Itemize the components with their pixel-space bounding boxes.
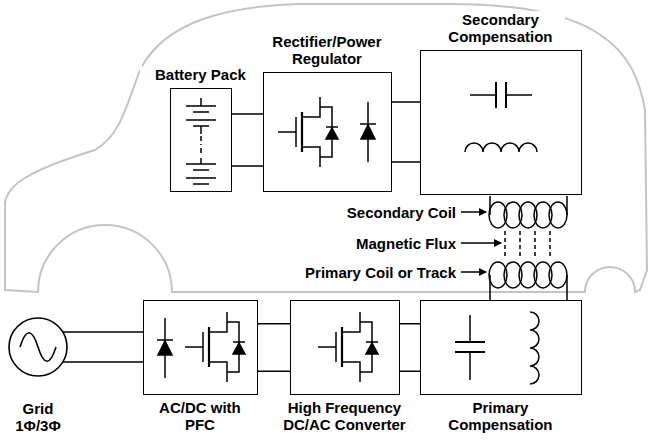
part-label: Magnetic Flux <box>355 235 457 252</box>
car-outline <box>5 4 647 292</box>
wire <box>258 323 290 325</box>
node-label: AC/DC with PFC <box>159 399 241 433</box>
converter-box: AC/DC with PFC <box>143 300 258 395</box>
circle-outline <box>9 318 67 376</box>
primary-coil <box>489 262 567 300</box>
wire <box>232 113 263 115</box>
battery-cell <box>186 164 216 184</box>
compensation-box: Secondary Compensation <box>420 50 582 195</box>
mosfet-symbol <box>185 312 245 382</box>
magnetic-flux <box>505 231 550 259</box>
diode-symbol <box>157 318 173 378</box>
converter-box: High Frequency DC/AC Converter <box>290 300 400 395</box>
part-label: Primary Coil or Track <box>304 264 457 281</box>
secondary-coil <box>489 196 567 228</box>
wire <box>392 101 420 103</box>
wire <box>400 323 420 325</box>
flux-line <box>505 231 550 259</box>
part-label: Secondary Coil <box>346 204 457 221</box>
leader-arrow <box>461 211 486 213</box>
capacitor-plate <box>496 82 506 108</box>
wire-pair <box>232 114 263 166</box>
battery-box: Battery Pack <box>170 88 232 192</box>
sine-symbol <box>20 333 56 362</box>
battery-dash <box>200 136 202 156</box>
rectifier-box: Rectifier/Power Regulator <box>263 72 392 192</box>
wire <box>392 161 420 163</box>
capacitor-lead <box>469 315 471 380</box>
node-label: Battery Pack <box>140 66 260 83</box>
battery-cell <box>186 106 216 126</box>
battery-lead <box>200 158 202 164</box>
compensation-box: Primary Compensation <box>420 300 582 395</box>
wire <box>232 165 263 167</box>
wire <box>400 371 420 373</box>
wire-pair <box>400 324 420 372</box>
capacitor-plate <box>455 342 485 352</box>
wire-pair <box>392 102 420 162</box>
battery-lead <box>200 126 202 134</box>
battery-cells <box>186 98 216 184</box>
capacitor-symbol <box>470 82 532 108</box>
diode-symbol <box>360 102 376 162</box>
inductor-symbol <box>465 143 537 152</box>
node-label: Rectifier/Power Regulator <box>257 33 397 67</box>
mosfet-symbol <box>278 97 338 167</box>
leader-arrow <box>461 271 486 273</box>
leader-arrow <box>461 242 501 244</box>
node-label: Grid 1Φ/3Φ <box>9 400 67 434</box>
wire <box>63 331 143 333</box>
capacitor-lead <box>470 94 532 96</box>
wire <box>258 371 290 373</box>
wire-pair <box>63 332 143 362</box>
grid-source: Grid 1Φ/3Φ <box>8 317 68 377</box>
node-label: Primary Compensation <box>435 399 565 433</box>
mosfet-symbol <box>318 312 378 382</box>
coil-turn <box>549 262 567 288</box>
node-label: Secondary Compensation <box>435 11 565 45</box>
node-label: High Frequency DC/AC Converter <box>280 399 408 433</box>
leader-arrows <box>461 212 501 272</box>
coil-lead <box>490 196 567 215</box>
coil-turn <box>549 202 567 228</box>
wire-pair <box>258 324 290 372</box>
capacitor-symbol <box>455 315 485 380</box>
battery-lead <box>200 98 202 106</box>
wire <box>63 361 143 363</box>
circle-outline <box>8 317 68 377</box>
inductor-symbol <box>530 312 539 384</box>
